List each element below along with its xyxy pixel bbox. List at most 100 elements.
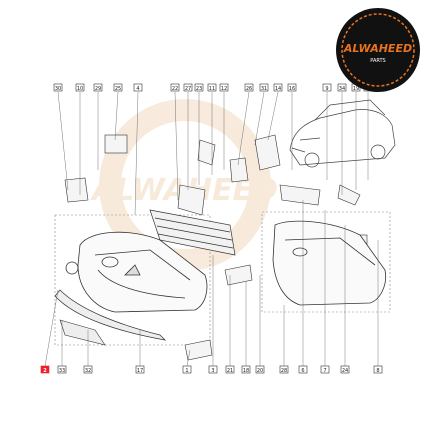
bottom-label-3: 3 <box>208 365 218 374</box>
label-box <box>298 365 308 374</box>
brand-tagline: PARTS <box>370 58 385 64</box>
top-label-26: 26 <box>244 83 254 92</box>
label-box <box>194 83 204 92</box>
top-label-22: 22 <box>170 83 180 92</box>
label-box <box>53 83 63 92</box>
label-text: 4 <box>136 86 139 92</box>
label-text: 24 <box>342 368 348 374</box>
bottom-part-labels: 2 33 32 17 1 3 21 18 20 28 6 7 24 8 <box>40 365 383 374</box>
label-text: 21 <box>227 368 233 374</box>
top-label-25: 25 <box>113 83 123 92</box>
highlighted-part-marker <box>65 261 79 275</box>
bottom-label-8: 8 <box>373 365 383 374</box>
label-box <box>287 83 297 92</box>
label-box <box>337 83 347 92</box>
top-label-31: 31 <box>259 83 269 92</box>
label-text: 6 <box>301 368 304 374</box>
bottom-label-17: 17 <box>135 365 145 374</box>
top-label-4: 4 <box>133 83 143 92</box>
top-label-11: 11 <box>207 83 217 92</box>
front-bumper <box>77 231 208 313</box>
brand-name: ALWAHEED <box>343 42 412 55</box>
label-text: 14 <box>275 86 281 92</box>
label-text: 19 <box>353 86 359 92</box>
label-text: 25 <box>115 86 121 92</box>
label-text: 3 <box>211 368 214 374</box>
gear-icon <box>341 13 415 87</box>
label-box <box>135 365 145 374</box>
label-box <box>170 83 180 92</box>
clip-box <box>104 134 128 154</box>
leader-line <box>186 349 191 367</box>
top-part-labels: 3010292542227231112263114169341913 <box>53 83 373 92</box>
label-box <box>113 83 123 92</box>
brand-badge-circle <box>336 8 420 92</box>
leader-line <box>44 289 59 367</box>
label-text: 22 <box>172 86 178 92</box>
leader-line <box>174 91 179 201</box>
headlamp-bracket <box>229 157 249 183</box>
label-text: 7 <box>323 368 326 374</box>
label-box <box>75 83 85 92</box>
bottom-label-21: 21 <box>225 365 235 374</box>
bottom-label-24: 24 <box>340 365 350 374</box>
grille <box>149 209 236 256</box>
label-text: 28 <box>281 368 287 374</box>
label-box <box>373 365 383 374</box>
leader-line <box>57 91 69 191</box>
label-text: 20 <box>257 368 263 374</box>
lower-spoiler <box>54 289 167 341</box>
bottom-label-28: 28 <box>279 365 289 374</box>
label-text: 2 <box>43 368 47 374</box>
top-label-34: 34 <box>337 83 347 92</box>
upper-bracket <box>197 139 216 166</box>
leader-line <box>267 91 279 141</box>
label-box <box>279 365 289 374</box>
bottom-label-2: 2 <box>40 365 50 374</box>
label-box <box>219 83 229 92</box>
label-text: 17 <box>137 368 143 374</box>
top-label-9: 9 <box>322 83 332 92</box>
label-box <box>340 365 350 374</box>
label-box <box>255 365 265 374</box>
fastener-kit <box>184 339 213 361</box>
label-text: 11 <box>209 86 215 92</box>
label-box <box>207 83 217 92</box>
label-text: 18 <box>243 368 249 374</box>
top-label-12: 12 <box>219 83 229 92</box>
skid-plate <box>59 319 106 346</box>
bottom-label-1: 1 <box>182 365 192 374</box>
bottom-label-20: 20 <box>255 365 265 374</box>
bottom-label-32: 32 <box>83 365 93 374</box>
side-bracket-left <box>64 177 89 203</box>
label-box <box>83 365 93 374</box>
leader-line <box>254 91 265 146</box>
label-text: 12 <box>221 86 227 92</box>
top-label-27: 27 <box>183 83 193 92</box>
bottom-label-33: 33 <box>57 365 67 374</box>
top-label-10: 10 <box>75 83 85 92</box>
label-text: 31 <box>261 86 267 92</box>
label-box <box>241 365 251 374</box>
label-box <box>182 365 192 374</box>
label-box <box>273 83 283 92</box>
secondary-bumper <box>272 220 387 306</box>
secondary-group-frame <box>261 211 391 313</box>
label-text: 33 <box>59 368 65 374</box>
leader-line <box>134 91 139 216</box>
label-text: 1 <box>185 368 188 374</box>
leader-line <box>114 91 119 141</box>
label-box <box>225 365 235 374</box>
label-box <box>133 83 143 92</box>
car-illustration <box>289 99 396 168</box>
center-bracket <box>177 184 206 216</box>
label-box <box>259 83 269 92</box>
leader-line <box>237 91 250 166</box>
bottom-label-18: 18 <box>241 365 251 374</box>
label-text: 26 <box>246 86 252 92</box>
label-text: 10 <box>77 86 83 92</box>
label-text: 32 <box>85 368 91 374</box>
cross-member <box>279 184 321 206</box>
